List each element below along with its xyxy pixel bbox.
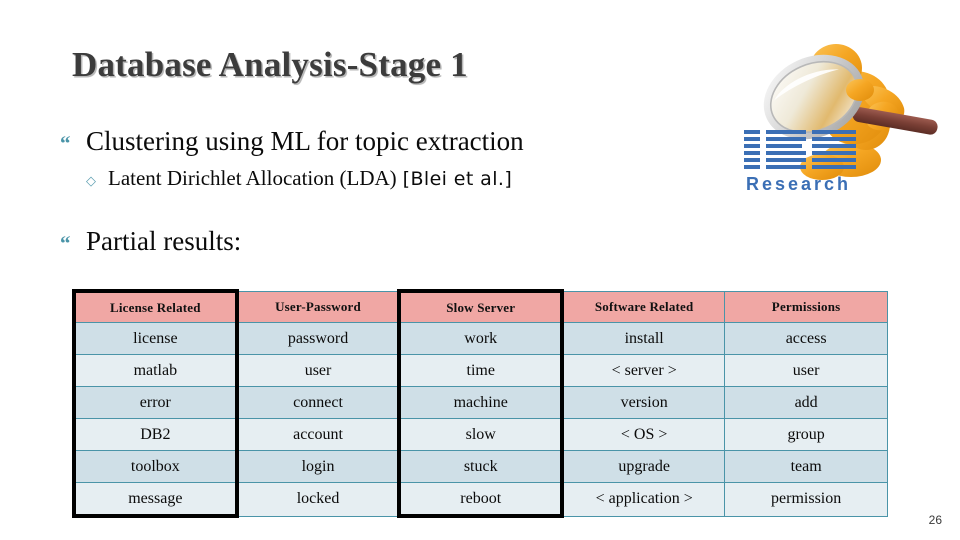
sub-bullet-diamond-icon: ◇ bbox=[86, 173, 96, 188]
table-cell: DB2 bbox=[72, 418, 239, 451]
figure-hand bbox=[846, 79, 874, 101]
partial-results-table-wrap: License Related User-Password Slow Serve… bbox=[72, 289, 888, 518]
table-cell: license bbox=[72, 322, 239, 355]
magnifier-handle bbox=[852, 107, 938, 135]
column-header-license-related: License Related bbox=[72, 289, 239, 323]
bullet-quote-icon: “ bbox=[60, 231, 71, 255]
column-header-software-related: Software Related bbox=[561, 290, 726, 323]
table-cell: team bbox=[724, 450, 888, 483]
table-cell: message bbox=[72, 482, 239, 518]
table-cell: time bbox=[397, 354, 565, 387]
table-cell: login bbox=[236, 450, 400, 483]
table-cell: user bbox=[724, 354, 888, 387]
bullet-quote-icon: “ bbox=[60, 131, 71, 155]
table-cell: error bbox=[72, 386, 239, 419]
table-cell: password bbox=[236, 322, 400, 355]
sub-bullet-lda-label: Latent Dirichlet Allocation (LDA) bbox=[108, 166, 397, 190]
magnifying-glass-icon bbox=[763, 54, 865, 140]
table-header-row: License Related User-Password Slow Serve… bbox=[72, 289, 888, 323]
table-cell: < server > bbox=[561, 354, 726, 387]
table-cell: upgrade bbox=[561, 450, 726, 483]
table-cell: toolbox bbox=[72, 450, 239, 483]
table-cell: < OS > bbox=[561, 418, 726, 451]
table-cell: locked bbox=[236, 482, 400, 517]
table-cell: user bbox=[236, 354, 400, 387]
column-header-user-password: User-Password bbox=[236, 290, 400, 323]
bullet-partial-results-label: Partial results: bbox=[86, 226, 242, 256]
table-cell: matlab bbox=[72, 354, 239, 387]
bullet-partial-results: “ Partial results: bbox=[60, 226, 241, 257]
page-number: 26 bbox=[928, 513, 942, 527]
bullet-clustering-label: Clustering using ML for topic extraction bbox=[86, 126, 524, 156]
ibm-wordmark bbox=[744, 130, 856, 169]
table-cell: add bbox=[724, 386, 888, 419]
table-cell: permission bbox=[724, 482, 888, 517]
table-cell: connect bbox=[236, 386, 400, 419]
table-cell: account bbox=[236, 418, 400, 451]
table-cell: version bbox=[561, 386, 726, 419]
citation-blei-et-al: [Blei et al.] bbox=[402, 168, 513, 190]
table-cell: install bbox=[561, 322, 726, 355]
table-cell: machine bbox=[397, 386, 565, 419]
partial-results-table: License Related User-Password Slow Serve… bbox=[72, 289, 888, 518]
table-cell: slow bbox=[397, 418, 565, 451]
ibm-research-subbrand: Research bbox=[746, 174, 851, 194]
table-cell: stuck bbox=[397, 450, 565, 483]
table-cell: work bbox=[397, 322, 565, 355]
ibm-research-logo: Research bbox=[714, 12, 952, 202]
table-cell: group bbox=[724, 418, 888, 451]
table-cell: < application > bbox=[561, 482, 726, 517]
column-header-slow-server: Slow Server bbox=[397, 289, 565, 323]
page-title: Database Analysis-Stage 1 bbox=[72, 45, 468, 84]
column-header-permissions: Permissions bbox=[724, 290, 888, 323]
table-cell: reboot bbox=[397, 482, 565, 518]
sub-bullet-lda: ◇ Latent Dirichlet Allocation (LDA) [Ble… bbox=[86, 166, 512, 191]
bullet-clustering: “ Clustering using ML for topic extracti… bbox=[60, 126, 524, 157]
table-cell: access bbox=[724, 322, 888, 355]
